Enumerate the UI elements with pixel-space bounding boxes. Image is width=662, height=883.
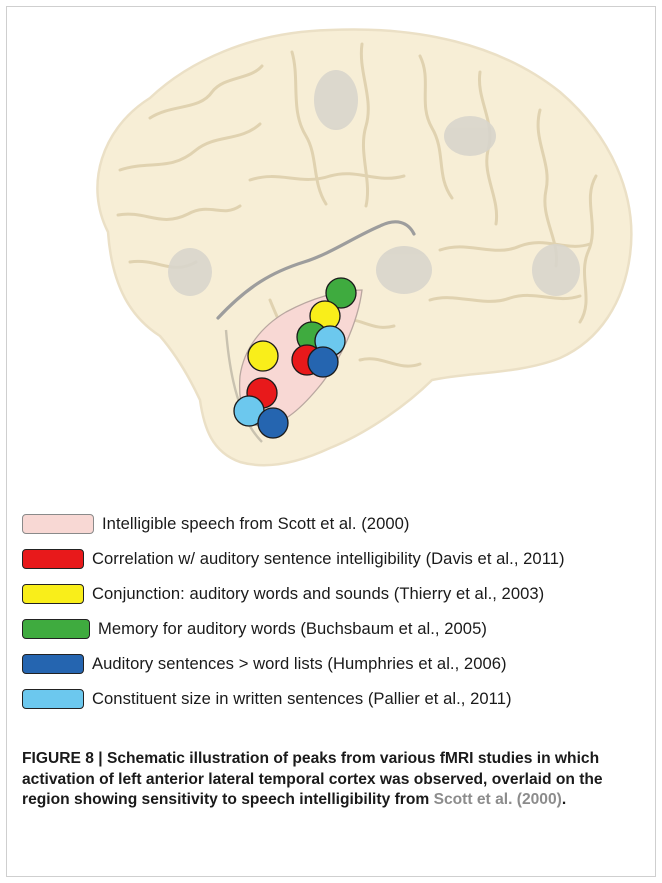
legend-row: Auditory sentences > word lists (Humphri… [22,646,652,681]
brain-illustration [96,28,633,467]
legend-row: Correlation w/ auditory sentence intelli… [22,541,652,576]
gyri-lines [116,42,598,382]
legend-label: Constituent size in written sentences (P… [92,688,512,708]
peak-yellow-2 [247,340,279,372]
figure-frame [6,6,656,877]
legend-row: Conjunction: auditory words and sounds (… [22,576,652,611]
legend-label: Conjunction: auditory words and sounds (… [92,583,545,603]
sylvian-fissure [216,220,416,320]
peak-green-1 [325,277,357,309]
peak-blue-2 [257,407,289,439]
caption-citation-link[interactable]: Scott et al. (2000) [433,791,562,808]
activation-peaks [233,277,357,439]
legend-row: Intelligible speech from Scott et al. (2… [22,506,652,541]
legend-label: Auditory sentences > word lists (Humphri… [92,653,507,673]
figure-caption: FIGURE 8 | Schematic illustration of pea… [22,749,632,811]
legend-label: Correlation w/ auditory sentence intelli… [92,548,565,568]
temporal-fold [224,329,263,443]
pink-region-swatch [22,513,94,534]
light-blue-swatch [22,688,84,709]
legend-label: Memory for auditory words (Buchsbaum et … [98,618,487,638]
green-swatch [22,618,90,639]
yellow-swatch [22,583,84,604]
peak-blue-1 [307,346,339,378]
caption-text: FIGURE 8 | Schematic illustration of pea… [22,750,603,808]
legend-row: Constituent size in written sentences (P… [22,681,652,716]
shadow-regions [168,70,580,296]
legend-label: Intelligible speech from Scott et al. (2… [102,513,410,533]
blue-swatch [22,653,84,674]
red-swatch [22,548,84,569]
legend-row: Memory for auditory words (Buchsbaum et … [22,611,652,646]
caption-end: . [561,791,567,808]
legend: Intelligible speech from Scott et al. (2… [22,506,652,716]
